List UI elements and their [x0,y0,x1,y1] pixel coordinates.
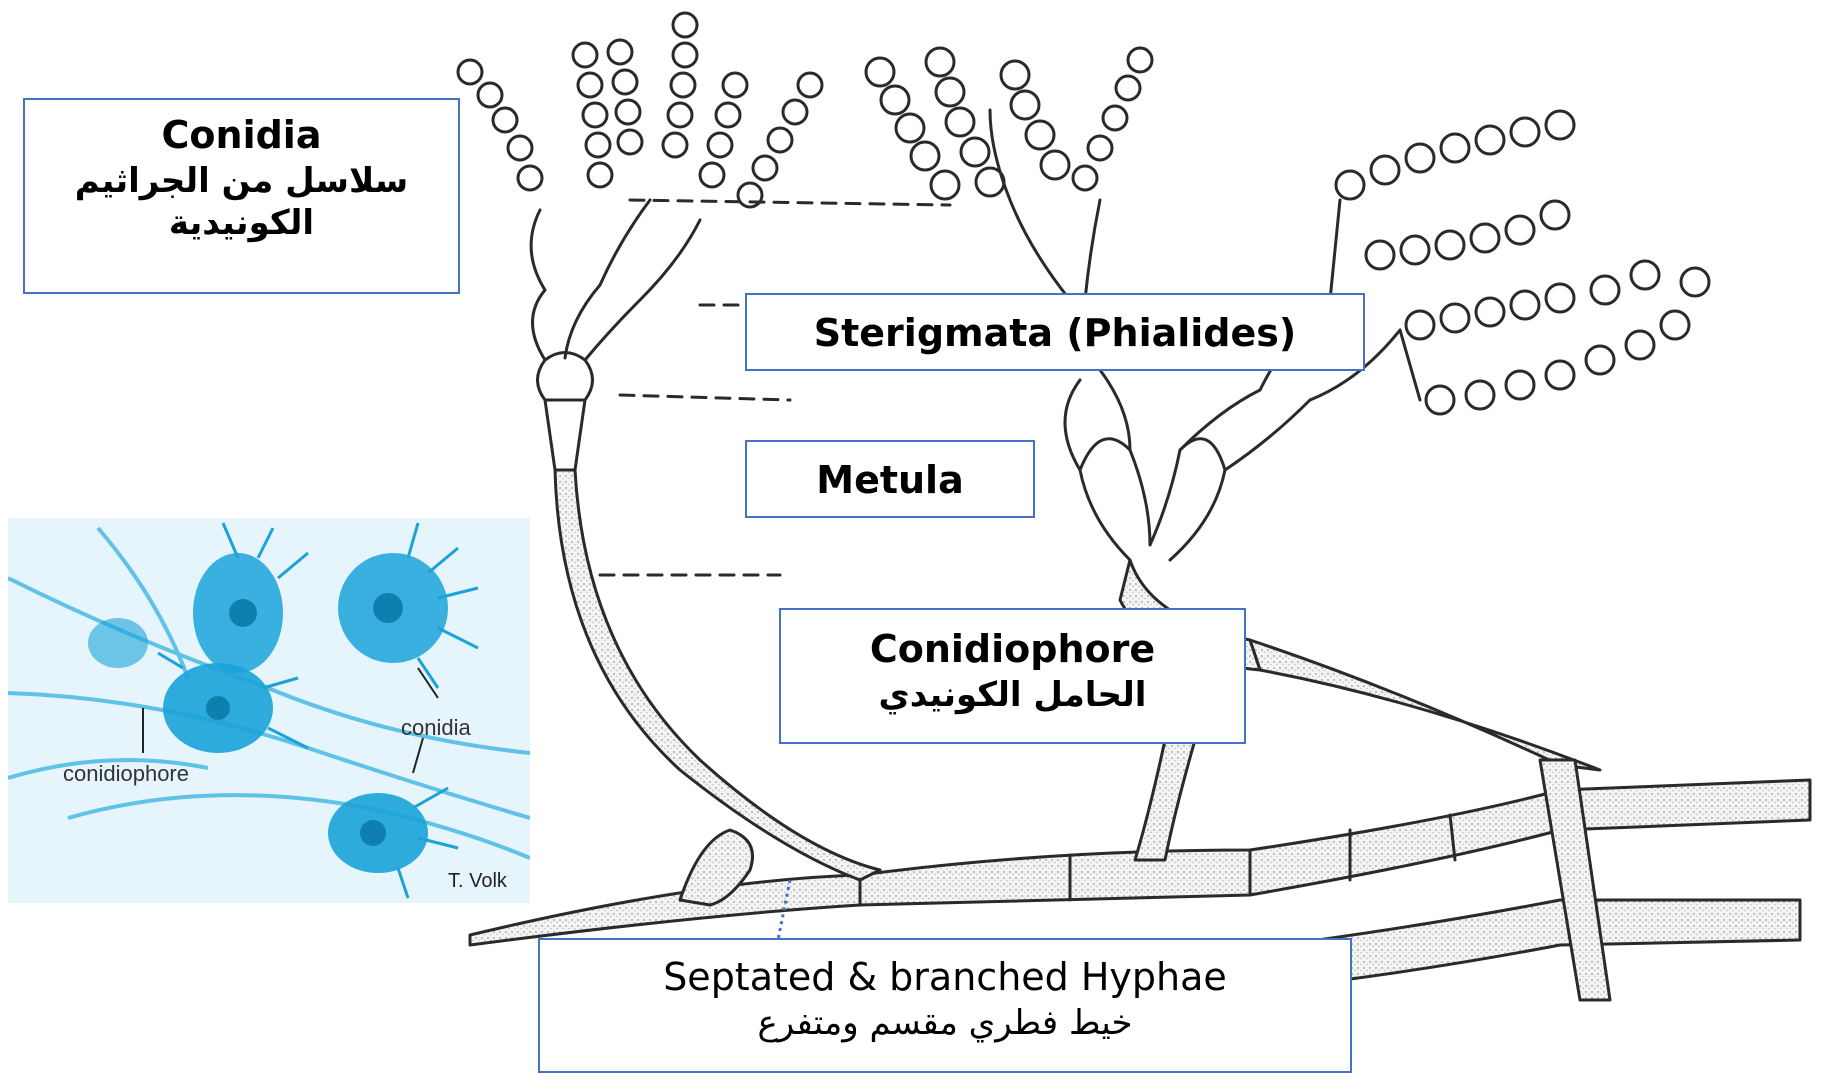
hyphae-label-ar: خيط فطري مقسم ومتفرع [540,1002,1350,1045]
hyphae-label-box: Septated & branched Hyphae خيط فطري مقسم… [538,938,1352,1073]
photo-conidia-label: conidia [401,715,471,741]
photo-credit: T. Volk [448,870,507,893]
conidia-label-ar: سلاسل من الجراثيم الكونيدية [25,160,458,245]
conidia-chains-left [458,13,822,207]
conidiophore-stalk-center [1135,740,1195,860]
hyphae-label-en: Septated & branched Hyphae [540,954,1350,1002]
conidiophore-label-ar: الحامل الكونيدي [781,674,1244,717]
sterigmata-label-en: Sterigmata (Phialides) [747,310,1363,358]
sterigmata-label-box: Sterigmata (Phialides) [745,293,1365,371]
conidiophore-label-en: Conidiophore [781,626,1244,674]
conidiophore-label-box: Conidiophore الحامل الكونيدي [779,608,1246,744]
conidia-label-en: Conidia [25,112,458,160]
conidia-label-box: Conidia سلاسل من الجراثيم الكونيدية [23,98,460,294]
hypha-branch-right [1250,640,1600,770]
conidia-chains-upper [866,48,1152,199]
photo-conidiophore-label: conidiophore [63,761,189,787]
metula-label-box: Metula [745,440,1035,518]
metula-label-en: Metula [747,457,1033,505]
stained-micrograph: conidiophore conidia T. Volk [8,518,530,903]
conidia-chains-right [1336,111,1709,414]
